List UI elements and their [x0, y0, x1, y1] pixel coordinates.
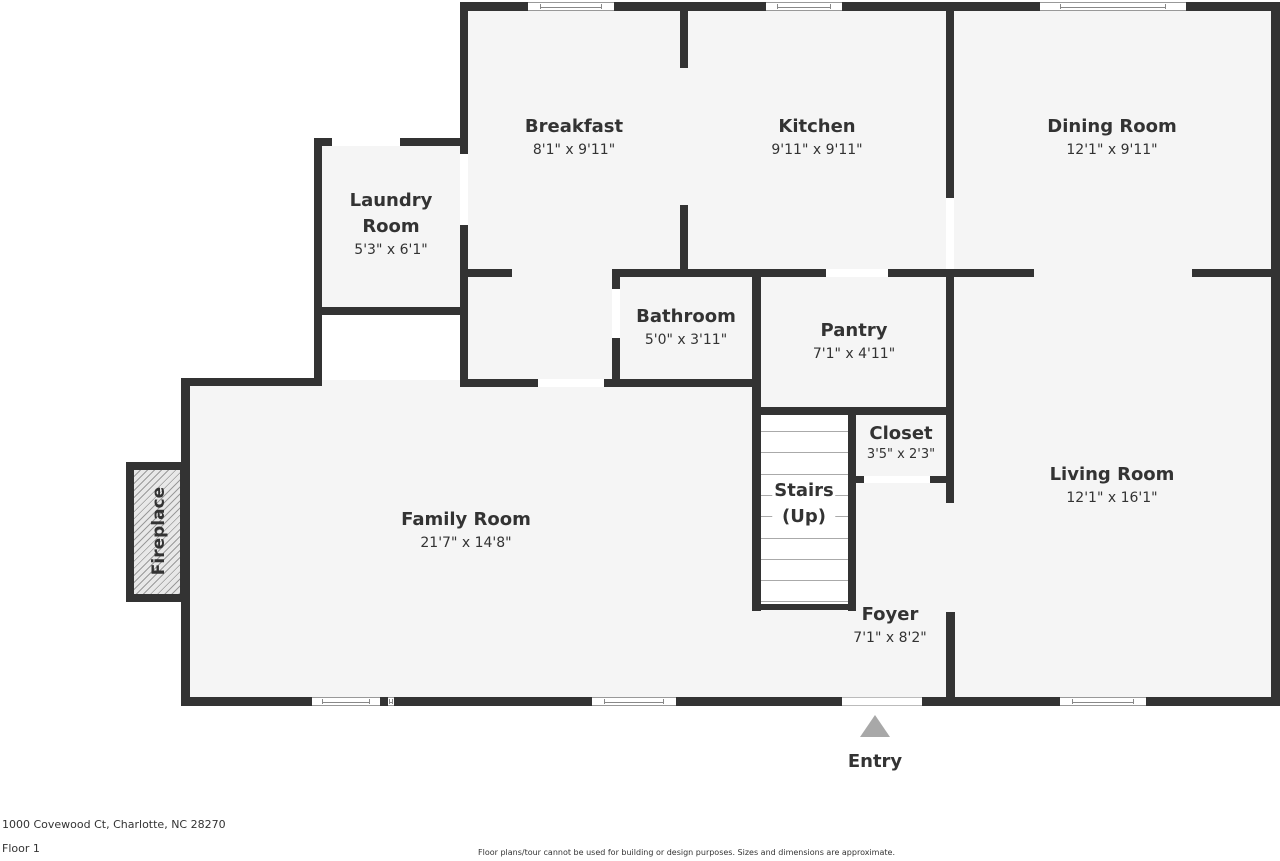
floor-laundry — [318, 142, 466, 312]
stairs-label: Stairs (Up) — [772, 480, 836, 528]
room-pantry: Pantry 7'1" x 4'11" — [812, 320, 896, 362]
room-foyer: Foyer 7'1" x 8'2" — [853, 604, 927, 646]
wall-stairs-bottom — [752, 604, 856, 610]
wall-bottom — [181, 697, 1280, 706]
wall-kitchen-bottom-b — [888, 269, 1034, 277]
door-breakfast-bottom — [538, 379, 604, 387]
wall-breakfast-kitchen-top — [680, 2, 688, 68]
window-family-bottom-1 — [312, 697, 380, 706]
wall-dining-bottom-right — [1192, 269, 1280, 277]
wall-kitchen-dining-lower — [946, 269, 954, 503]
wall-kitchen-bottom-a — [612, 269, 826, 277]
wall-breakfast-kitchen-mid — [680, 205, 688, 277]
wall-stairs-right — [848, 407, 856, 611]
door-kitchen-dining — [946, 198, 954, 269]
door-pantry — [826, 269, 888, 277]
door-laundry-breakfast — [460, 154, 468, 225]
room-living: Living Room 12'1" x 16'1" — [1049, 464, 1175, 506]
door-closet — [864, 476, 930, 483]
room-laundry: Laundry Room 5'3" x 6'1" — [349, 190, 433, 258]
floor-number-text: Floor 1 — [2, 842, 40, 855]
entry-label: Entry — [847, 751, 903, 772]
room-family: Family Room 21'7" x 14'8" — [401, 509, 531, 551]
wall-breakfast-left-bottom — [460, 225, 468, 387]
wall-right — [1271, 2, 1280, 706]
fireplace — [134, 470, 180, 594]
wall-breakfast-left-top — [460, 2, 468, 154]
room-kitchen: Kitchen 9'11" x 9'11" — [771, 116, 863, 158]
room-dining: Dining Room 12'1" x 9'11" — [1047, 116, 1177, 158]
door-bathroom — [612, 289, 620, 338]
wall-laundry-bottom — [314, 307, 466, 315]
wall-bath-left-bottom — [612, 338, 620, 386]
wall-closet-bottom-b — [930, 476, 954, 483]
door-entry — [842, 697, 922, 706]
wall-closet-bottom-a — [848, 476, 864, 483]
wall-bath-pantry — [752, 269, 761, 611]
window-family-bottom-3 — [592, 697, 676, 706]
entry-arrow-icon — [860, 715, 890, 737]
wall-top — [460, 2, 1280, 11]
window-family-bottom-2 — [388, 697, 394, 706]
disclaimer-text: Floor plans/tour cannot be used for buil… — [478, 848, 895, 857]
wall-kitchen-dining — [946, 2, 954, 198]
window-living-bottom — [1060, 697, 1146, 706]
room-bathroom: Bathroom 5'0" x 3'11" — [636, 306, 736, 348]
wall-breakfast-bottom-a — [460, 379, 538, 387]
wall-foyer-living — [946, 612, 955, 706]
fireplace-label: Fireplace — [149, 486, 169, 576]
wall-bath-left-top — [612, 269, 620, 289]
wall-family-top-left — [181, 378, 322, 386]
wall-breakfast-stub — [460, 269, 512, 277]
window-kitchen-top — [766, 2, 842, 11]
room-breakfast: Breakfast 8'1" x 9'11" — [524, 116, 624, 158]
wall-breakfast-bottom-b — [604, 379, 758, 387]
room-closet: Closet 3'5" x 2'3" — [866, 423, 936, 462]
door-laundry-top — [332, 138, 400, 146]
window-dining-top — [1040, 2, 1186, 11]
floor-living — [950, 270, 1276, 702]
wall-laundry-left — [314, 138, 322, 386]
address-text: 1000 Covewood Ct, Charlotte, NC 28270 — [2, 818, 226, 831]
window-breakfast-top — [528, 2, 614, 11]
